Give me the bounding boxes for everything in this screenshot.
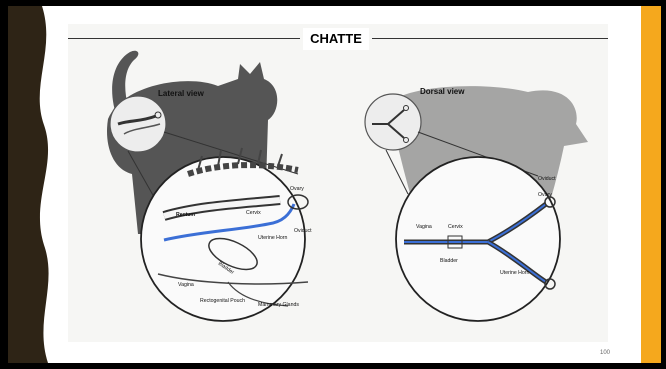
label-uterine-horn-lateral: Uterine Horn <box>258 235 288 241</box>
dorsal-detail-circle <box>396 157 560 321</box>
label-cervix-lateral: Cervix <box>246 210 261 216</box>
frame-bottom <box>0 363 666 369</box>
dorsal-inset-circle <box>365 94 421 150</box>
label-uterine-horn-dorsal: Uterine Horn <box>500 270 530 276</box>
label-ovary-lateral: Ovary <box>290 186 304 192</box>
title-rule-right <box>372 38 608 39</box>
lateral-inset-circle <box>110 96 166 152</box>
label-cervix-dorsal: Cervix <box>448 224 463 230</box>
label-rectum: Rectum <box>176 212 195 218</box>
label-ovary-dorsal: Ovary <box>538 192 552 198</box>
page-number: 100 <box>600 350 610 356</box>
frame-top <box>0 0 666 6</box>
label-bladder-dorsal: Bladder <box>440 258 458 264</box>
gold-accent-bar <box>641 6 661 363</box>
frame-right <box>661 0 666 369</box>
label-oviduct-lateral: Oviduct <box>294 228 312 234</box>
label-vagina-dorsal: Vagina <box>416 224 432 230</box>
title-rule-left <box>68 38 300 39</box>
label-mammary-glands: Mammary Glands <box>258 302 299 308</box>
label-rectogenital-pouch: Rectogenital Pouch <box>200 298 245 304</box>
dorsal-view-label: Dorsal view <box>420 87 465 96</box>
reproductive-anatomy-diagram: Lateral view Dorsal view <box>68 24 608 342</box>
lateral-view-label: Lateral view <box>158 89 205 98</box>
label-oviduct-dorsal: Oviduct <box>538 176 556 182</box>
slide-title: CHATTE <box>303 28 369 50</box>
label-vagina-lateral: Vagina <box>178 282 194 288</box>
